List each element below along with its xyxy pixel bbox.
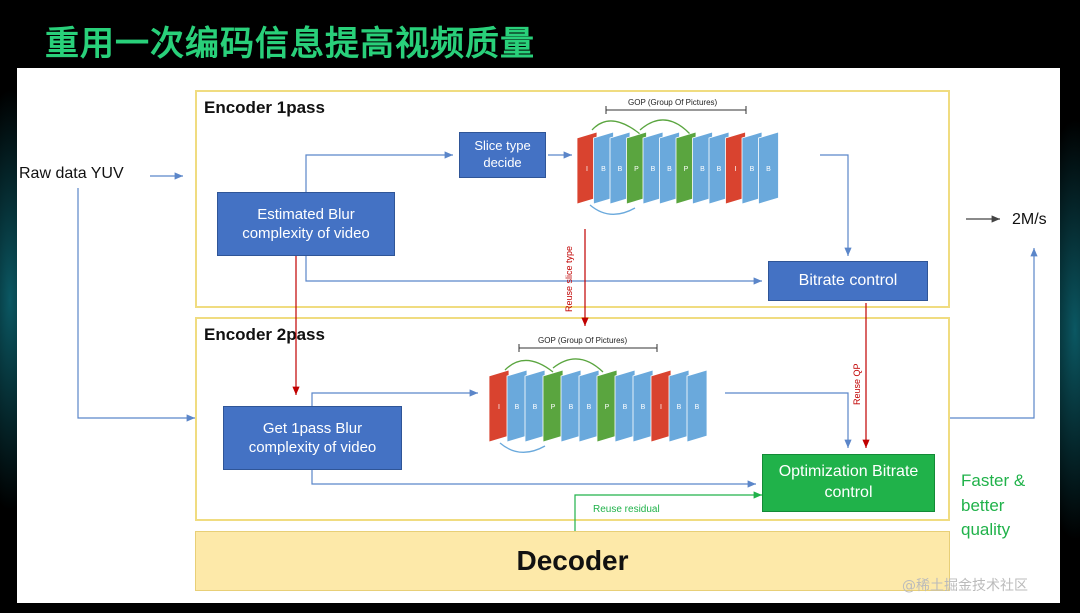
slice-type-box: Slice type decide [459, 132, 546, 178]
enc1-frame-8-label: B [700, 166, 705, 173]
output-label: 2M/s [1012, 211, 1047, 228]
enc2-frame-1-label: I [498, 404, 500, 411]
enc1-frame-9-label: B [717, 166, 722, 173]
enc1-frame-3-label: B [618, 166, 623, 173]
encoder-2pass-frame [195, 317, 950, 521]
arrow-get-blur-to-gop [311, 389, 478, 406]
enc2-frame-3-label: B [533, 404, 538, 411]
arrow-gop2-to-optimization [725, 392, 852, 448]
arrow-get-blur-to-optimization [311, 470, 756, 488]
arrow-enc2-to-output [950, 247, 1038, 419]
enc1-frame-11-label: B [750, 166, 755, 173]
enc2-frame-7-label: P [605, 404, 610, 411]
ref-curve-1b [639, 119, 691, 135]
ref-curve-2c [499, 442, 546, 453]
watermark: @稀土掘金技术社区 [902, 578, 1028, 594]
enc2-frame-6-label: B [587, 404, 592, 411]
enc1-frame-12-label: B [766, 166, 771, 173]
side-note: Faster & better quality [961, 471, 1026, 540]
gop-label-2: GOP (Group Of Pictures) [538, 336, 628, 345]
enc2-frame-10-label: I [660, 404, 662, 411]
enc1-frame-4-label: P [634, 166, 639, 173]
enc1-frame-5-label: B [651, 166, 656, 173]
gop-label-1: GOP (Group Of Pictures) [628, 98, 718, 107]
enc2-frame-9-label: B [641, 404, 646, 411]
arrow-blur-to-bitrate [305, 256, 762, 285]
optimization-bitrate-box: Optimization Bitrate control [762, 454, 935, 512]
enc1-frame-10-label: I [735, 166, 737, 173]
gop-bracket-1 [605, 106, 747, 114]
enc2-frame-2-label: B [515, 404, 520, 411]
enc2-frame-12-label: B [695, 404, 700, 411]
ref-curve-2b [552, 358, 604, 373]
decoder-box: Decoder [195, 531, 950, 591]
reuse-slice-type-label: Reuse slice type [564, 246, 574, 312]
reuse-residual-label: Reuse residual [593, 504, 660, 515]
enc1-frame-6-label: B [667, 166, 672, 173]
gop-bracket-2 [518, 344, 658, 352]
ref-curve-1c [589, 204, 636, 215]
encoder-1pass-frame [195, 90, 950, 308]
enc2-frame-11-label: B [677, 404, 682, 411]
enc1-frame-7-label: P [684, 166, 689, 173]
reuse-qp-label: Reuse QP [852, 363, 862, 405]
estimated-blur-box: Estimated Blur complexity of video [217, 192, 395, 256]
enc1-frame-12 [758, 131, 779, 205]
arrow-blur-to-slice [305, 151, 453, 192]
ref-curve-2a [504, 359, 554, 373]
arrow-input-to-enc2 [77, 188, 195, 422]
arrow-reuse-residual [574, 491, 762, 531]
encoder-1pass-label: Encoder 1pass [204, 98, 325, 117]
enc2-frame-4-label: P [551, 404, 556, 411]
enc2-frame-12 [686, 369, 708, 443]
get-1pass-blur-box: Get 1pass Blur complexity of video [223, 406, 402, 470]
input-label: Raw data YUV [19, 165, 124, 182]
encoder-2pass-label: Encoder 2pass [204, 325, 325, 344]
bitrate-control-box: Bitrate control [768, 261, 928, 301]
enc1-frame-2-label: B [601, 166, 606, 173]
enc2-frame-5-label: B [569, 404, 574, 411]
ref-curve-1a [591, 120, 641, 135]
enc1-frame-1-label: I [586, 166, 588, 173]
slide-title: 重用一次编码信息提高视频质量 [45, 24, 535, 64]
enc2-frame-8-label: B [623, 404, 628, 411]
arrow-gop-to-bitrate [820, 154, 852, 256]
